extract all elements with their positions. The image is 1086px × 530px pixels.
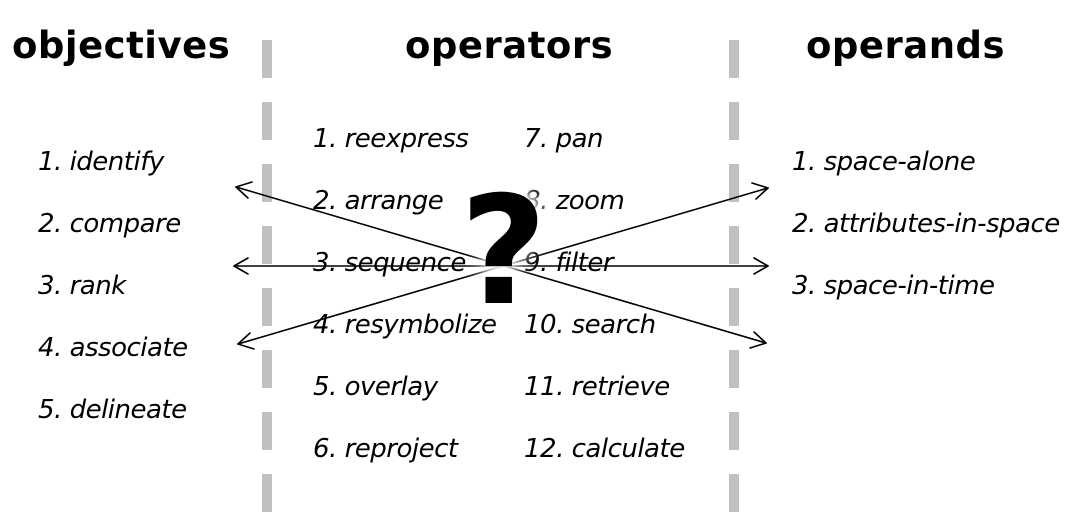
heading-operators: operators [405, 24, 614, 67]
operator-item: 5. overlay [313, 372, 438, 402]
operand-item: 3. space-in-time [792, 271, 995, 301]
divider-right [729, 40, 739, 524]
divider-left [262, 40, 272, 524]
objective-item: 2. compare [38, 209, 181, 239]
objective-item: 5. delineate [38, 395, 187, 425]
operator-item: 7. pan [524, 124, 604, 154]
objective-item: 3. rank [38, 271, 126, 301]
operator-item: 6. reproject [313, 434, 458, 464]
operand-item: 2. attributes-in-space [792, 209, 1060, 239]
heading-operands: operands [806, 24, 1006, 67]
operand-item: 1. space-alone [792, 147, 976, 177]
heading-objectives: objectives [12, 24, 231, 67]
operator-item: 12. calculate [524, 434, 685, 464]
objective-item: 4. associate [38, 333, 188, 363]
question-mark-icon: ? [460, 165, 548, 339]
objective-item: 1. identify [38, 147, 164, 177]
operator-item: 11. retrieve [524, 372, 670, 402]
operator-item: 2. arrange [313, 186, 444, 216]
operator-item: 1. reexpress [313, 124, 469, 154]
operator-item: 3. sequence [313, 248, 466, 278]
